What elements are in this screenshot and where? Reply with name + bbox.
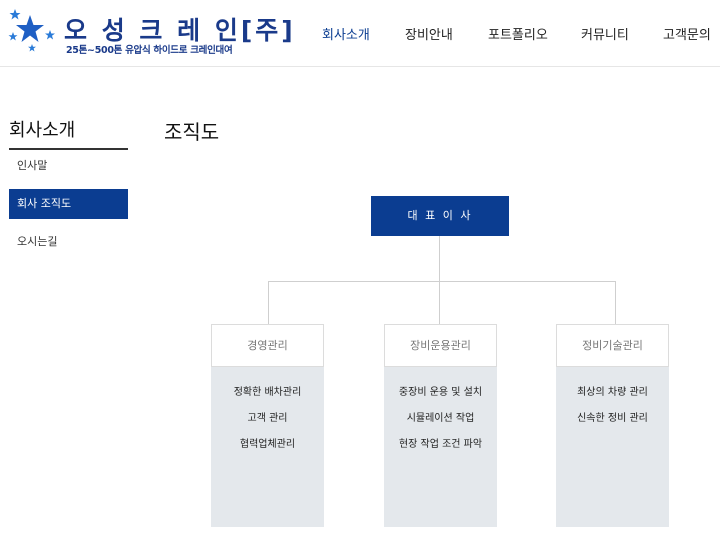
connector-line — [439, 236, 440, 281]
dept-title: 정비기술관리 — [556, 324, 669, 367]
page-title: 조직도 — [164, 120, 220, 144]
dept-task: 현장 작업 조건 파악 — [398, 439, 483, 450]
logo-title: 오 성 크 레 인[주] — [64, 16, 296, 45]
dept-management: 경영관리 정확한 배차관리 고객 관리 협력업체관리 — [211, 324, 324, 527]
logo-subtitle: 25톤~500톤 유압식 하이드로 크레인대여 — [66, 45, 233, 56]
dept-task-list: 정확한 배차관리 고객 관리 협력업체관리 — [211, 367, 324, 527]
connector-line — [268, 281, 616, 282]
main-nav: 회사소개 장비안내 포트폴리오 커뮤니티 고객문의 — [0, 0, 720, 66]
dept-task: 정확한 배차관리 — [233, 387, 302, 398]
connector-line — [615, 281, 616, 324]
dept-task: 고객 관리 — [247, 413, 288, 424]
sidebar-item-org-chart[interactable]: 회사 조직도 — [9, 189, 128, 219]
nav-item-contact[interactable]: 고객문의 — [663, 28, 711, 43]
dept-title: 경영관리 — [211, 324, 324, 367]
sidebar-title: 회사소개 — [9, 120, 76, 141]
dept-task-list: 최상의 차량 관리 신속한 정비 관리 — [556, 367, 669, 527]
stars-logo-icon — [8, 9, 55, 52]
dept-task: 신속한 정비 관리 — [577, 413, 648, 424]
dept-equipment-operation: 장비운용관리 중장비 운용 및 설치 시뮬레이션 작업 현장 작업 조건 파악 — [384, 324, 497, 527]
nav-item-community[interactable]: 커뮤니티 — [581, 28, 629, 43]
org-ceo-box: 대 표 이 사 — [371, 196, 509, 236]
connector-line — [268, 281, 269, 324]
dept-title: 장비운용관리 — [384, 324, 497, 367]
dept-task: 시뮬레이션 작업 — [406, 413, 475, 424]
sidebar-divider — [9, 148, 128, 150]
sidebar-item-directions[interactable]: 오시는길 — [17, 235, 58, 248]
dept-task: 협력업체관리 — [239, 439, 296, 450]
sidebar-item-greeting[interactable]: 인사말 — [17, 159, 48, 172]
logo[interactable]: 오 성 크 레 인[주] 25톤~500톤 유압식 하이드로 크레인대여 — [6, 6, 293, 56]
dept-maintenance: 정비기술관리 최상의 차량 관리 신속한 정비 관리 — [556, 324, 669, 527]
dept-task: 중장비 운용 및 설치 — [398, 387, 483, 398]
nav-item-company[interactable]: 회사소개 — [322, 28, 370, 43]
connector-line — [439, 281, 440, 324]
site-header: 오 성 크 레 인[주] 25톤~500톤 유압식 하이드로 크레인대여 회사소… — [0, 0, 720, 67]
nav-item-portfolio[interactable]: 포트폴리오 — [488, 28, 548, 43]
dept-task-list: 중장비 운용 및 설치 시뮬레이션 작업 현장 작업 조건 파악 — [384, 367, 497, 527]
dept-task: 최상의 차량 관리 — [577, 387, 648, 398]
nav-item-equipment[interactable]: 장비안내 — [405, 28, 453, 43]
